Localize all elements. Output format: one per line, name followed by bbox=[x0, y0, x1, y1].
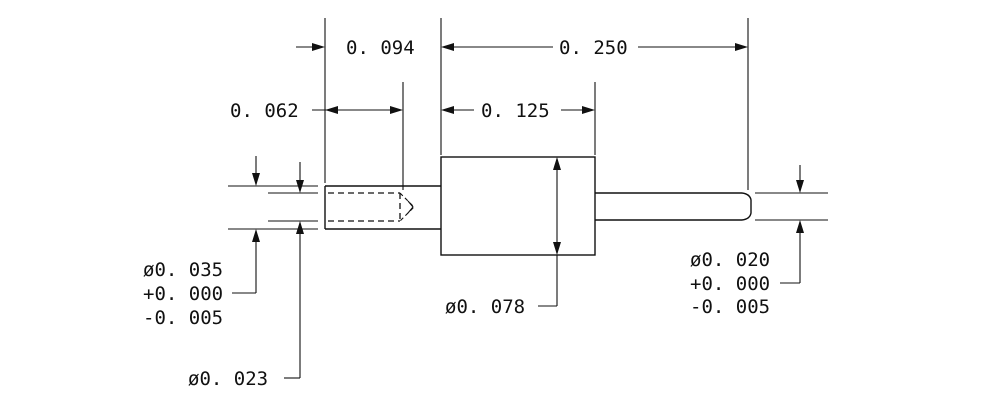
dim-250-arrow-right bbox=[735, 43, 748, 51]
dim-062-arrow-left bbox=[325, 106, 338, 114]
dimension-lines bbox=[232, 43, 804, 379]
dim-078-arrow-top bbox=[553, 157, 561, 170]
dimension-labels: 0. 094 0. 250 0. 062 0. 125 ø0. 035 +0. … bbox=[143, 37, 770, 390]
dim-078-arrow-bottom bbox=[553, 242, 561, 255]
label-tail-length: 0. 094 bbox=[346, 37, 415, 59]
dim-023-arrow-bottom bbox=[296, 221, 304, 234]
label-bore-depth: 0. 062 bbox=[230, 100, 299, 122]
body-outline bbox=[440, 156, 596, 256]
dim-020-arrow-bottom bbox=[796, 220, 804, 233]
dim-035-arrow-bottom bbox=[252, 229, 260, 242]
label-tail-tol-minus: -0. 005 bbox=[143, 307, 223, 329]
label-pin-tol-minus: -0. 005 bbox=[690, 296, 770, 318]
bore-tip-mark bbox=[407, 200, 414, 214]
dim-125-arrow-left bbox=[441, 106, 454, 114]
label-pin-tol-plus: +0. 000 bbox=[690, 273, 770, 295]
label-tail-tol-plus: +0. 000 bbox=[143, 283, 223, 305]
dim-020-arrow-top bbox=[796, 180, 804, 193]
dim-250-arrow-left bbox=[441, 43, 454, 51]
label-tail-dia: ø0. 035 bbox=[143, 259, 223, 281]
dim-035-arrow-top bbox=[252, 173, 260, 186]
pin-chamfer-end bbox=[741, 192, 752, 221]
label-total-length: 0. 250 bbox=[559, 37, 628, 59]
dim-125-arrow-right bbox=[582, 106, 595, 114]
part-outline bbox=[324, 156, 752, 256]
label-body-dia: ø0. 078 bbox=[445, 296, 525, 318]
label-bore-dia: ø0. 023 bbox=[188, 368, 268, 390]
dim-023-arrow-top bbox=[296, 180, 304, 193]
label-pin-dia: ø0. 020 bbox=[690, 249, 770, 271]
dim-094-arrow bbox=[312, 43, 325, 51]
dim-062-arrow-right bbox=[390, 106, 403, 114]
extension-lines bbox=[228, 18, 828, 230]
label-body-length: 0. 125 bbox=[481, 100, 550, 122]
bore-drill-point bbox=[399, 192, 415, 222]
